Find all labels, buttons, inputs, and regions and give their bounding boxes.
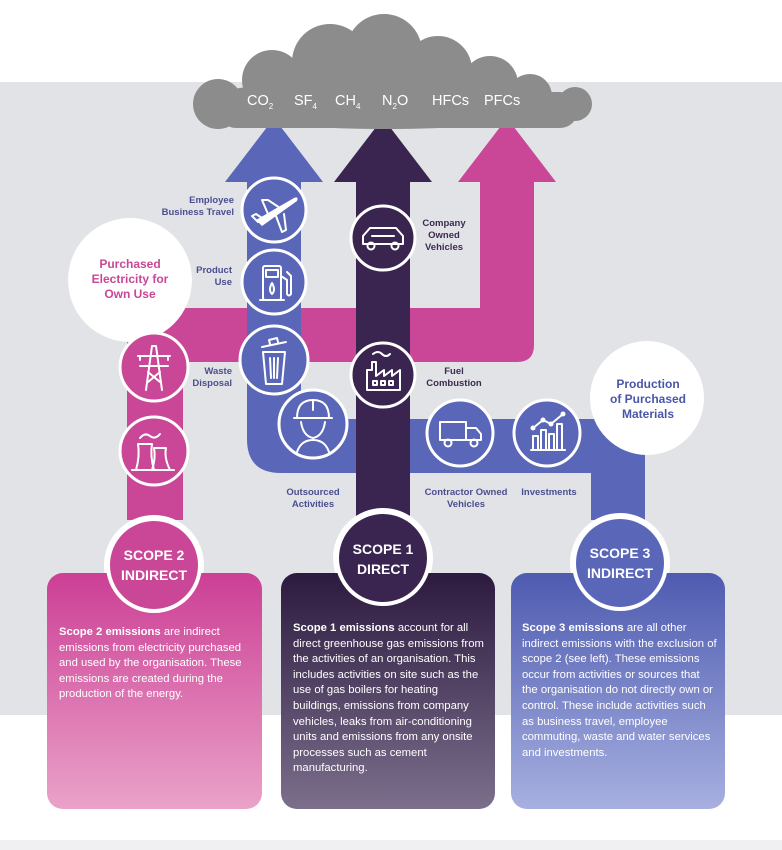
callout-purchased-electricity: Purchased Electricity for Own Use (91, 257, 169, 301)
magenta-route (127, 118, 556, 520)
gas-hfcs: HFCs (432, 93, 470, 109)
emissions-cloud (193, 14, 592, 129)
label-fuel-combustion: Fuel Combustion (426, 366, 482, 389)
scope2-text: Scope 2 emissions are indirect emissions… (59, 626, 242, 701)
label-contractor-vehicles: Contractor Owned Vehicles (424, 487, 508, 510)
truck-icon (425, 398, 495, 468)
callout-production-materials: Production of Purchased Materials (609, 377, 687, 421)
label-company-vehicles: Company Owned Vehicles (422, 218, 466, 253)
factory-glyph (366, 351, 401, 391)
truck-glyph (439, 421, 482, 448)
label-outsourced: Outsourced Activities (286, 487, 340, 510)
gas-sf4: SF4 (294, 93, 317, 111)
gas-n2o: N2O (382, 93, 409, 111)
scope1-text: Scope 1 emissions account for all direct… (293, 622, 484, 775)
gas-ch4: CH4 (335, 93, 361, 111)
scope3-text: Scope 3 emissions are all other indirect… (522, 622, 717, 759)
label-investments: Investments (521, 487, 577, 498)
airplane-glyph (251, 197, 298, 233)
fuel-pump-glyph (259, 265, 292, 301)
scope2-box: Scope 2 emissions are indirect emissions… (47, 573, 262, 809)
scope3-box: Scope 3 emissions are all other indirect… (511, 573, 725, 809)
car-icon (349, 204, 417, 272)
worker-helmet-icon (277, 388, 349, 460)
callout-circle-materials (590, 341, 704, 455)
scope1-title: SCOPE 1 DIRECT (352, 541, 414, 577)
power-plant-glyph (131, 433, 175, 471)
scope1-box: Scope 1 emissions account for all direct… (281, 573, 495, 809)
worker-glyph (293, 399, 333, 453)
waste-bin-glyph (261, 337, 287, 385)
gas-pfcs: PFCs (484, 93, 521, 109)
callout-circle-electricity (68, 218, 192, 342)
bottom-strip (0, 840, 782, 850)
scope2-title: SCOPE 2 INDIRECT (120, 547, 188, 583)
label-product-use: Product Use (196, 265, 232, 288)
label-employee-travel: Employee Business Travel (161, 195, 234, 218)
gas-co2: CO2 (247, 93, 274, 111)
car-glyph (362, 227, 404, 251)
fuel-pump-icon (240, 248, 308, 316)
scope3-title: SCOPE 3 INDIRECT (586, 545, 654, 581)
chart-glyph (530, 411, 566, 451)
pylon-glyph (137, 345, 171, 391)
label-waste-disposal: Waste Disposal (192, 366, 232, 389)
